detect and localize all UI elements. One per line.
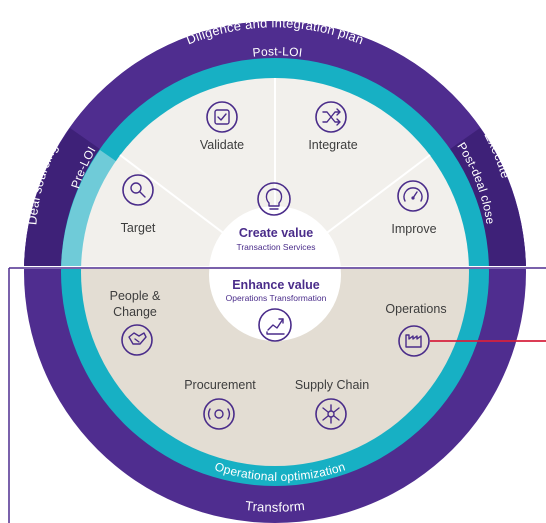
segment-label-validate: Validate <box>200 138 244 152</box>
create-value-subtitle: Transaction Services <box>236 242 315 252</box>
enhance-value-subtitle: Operations Transformation <box>226 293 327 303</box>
segment-label-procurement: Procurement <box>184 378 256 392</box>
middle-ring-top-label: Post-LOI <box>252 44 303 60</box>
gauge-icon <box>397 180 429 212</box>
segment-label-improve: Improve <box>391 222 436 236</box>
segment-people-change: People & Change <box>110 289 161 356</box>
segment-supply-chain: Supply Chain <box>295 378 369 430</box>
segment-procurement: Procurement <box>184 378 256 430</box>
cash-exchange-icon <box>203 398 235 430</box>
lightbulb-icon <box>257 182 291 216</box>
segment-label-target: Target <box>121 221 156 235</box>
segment-label-people-line2: Change <box>113 305 157 319</box>
create-value-title: Create value <box>239 226 313 240</box>
upper-wheel <box>24 21 526 268</box>
create-value-center <box>209 206 341 268</box>
shuffle-arrows-icon <box>315 101 347 133</box>
create-value-hub: Create value Transaction Services <box>236 182 316 252</box>
segment-integrate: Integrate <box>308 101 358 152</box>
handshake-icon <box>121 324 153 356</box>
enhance-value-title: Enhance value <box>232 278 320 292</box>
network-icon <box>315 398 347 430</box>
enhance-value-hub: Enhance value Operations Transformation <box>226 278 327 342</box>
segment-improve: Improve <box>391 180 437 236</box>
factory-icon <box>398 325 430 357</box>
segment-operations: Operations <box>385 302 447 357</box>
outer-ring-bottom-label: Transform <box>244 498 305 515</box>
segment-target: Target <box>121 174 156 235</box>
segment-validate: Validate <box>200 101 244 152</box>
segment-label-operations: Operations <box>385 302 446 316</box>
segment-label-supply-chain: Supply Chain <box>295 378 369 392</box>
checkbox-icon <box>206 101 238 133</box>
segment-label-integrate: Integrate <box>308 138 357 152</box>
magnifier-icon <box>122 174 154 206</box>
segment-label-people-line1: People & <box>110 289 161 303</box>
lower-frame <box>8 267 546 523</box>
trend-chart-icon <box>258 308 292 342</box>
